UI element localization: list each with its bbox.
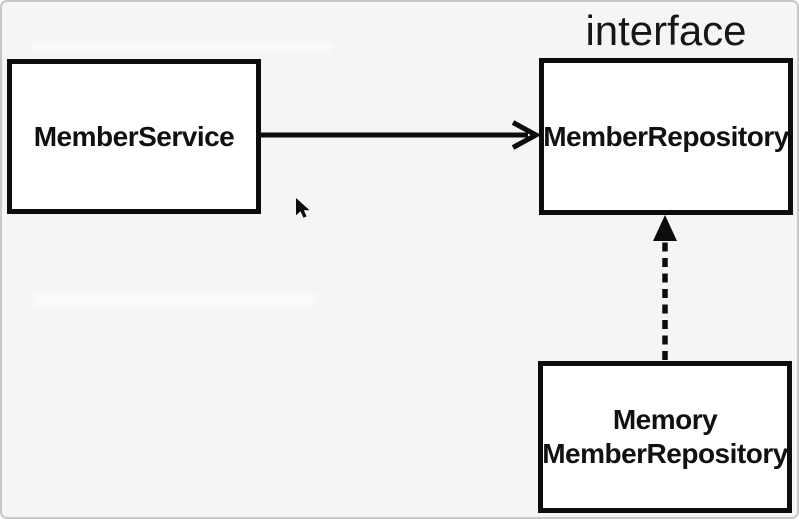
- erased-ink-ghost: [32, 42, 332, 52]
- node-member-service: MemberService: [7, 59, 261, 214]
- solid-dependency-arrowhead-icon: [511, 120, 542, 150]
- interface-stereotype-label: interface: [585, 7, 747, 54]
- node-member-repository-label: MemberRepository: [543, 120, 789, 152]
- mouse-cursor-icon: [295, 196, 312, 219]
- node-member-service-label: MemberService: [33, 120, 235, 152]
- dotted-implementation-arrowhead-icon: [653, 215, 677, 241]
- erased-ink-ghost: [32, 293, 317, 306]
- node-memory-member-repository-label-line2: MemberRepository: [542, 438, 788, 469]
- node-memory-member-repository: Memory MemberRepository: [538, 361, 792, 513]
- node-member-repository: MemberRepository: [539, 58, 793, 215]
- node-memory-member-repository-label-line1: Memory: [612, 404, 718, 435]
